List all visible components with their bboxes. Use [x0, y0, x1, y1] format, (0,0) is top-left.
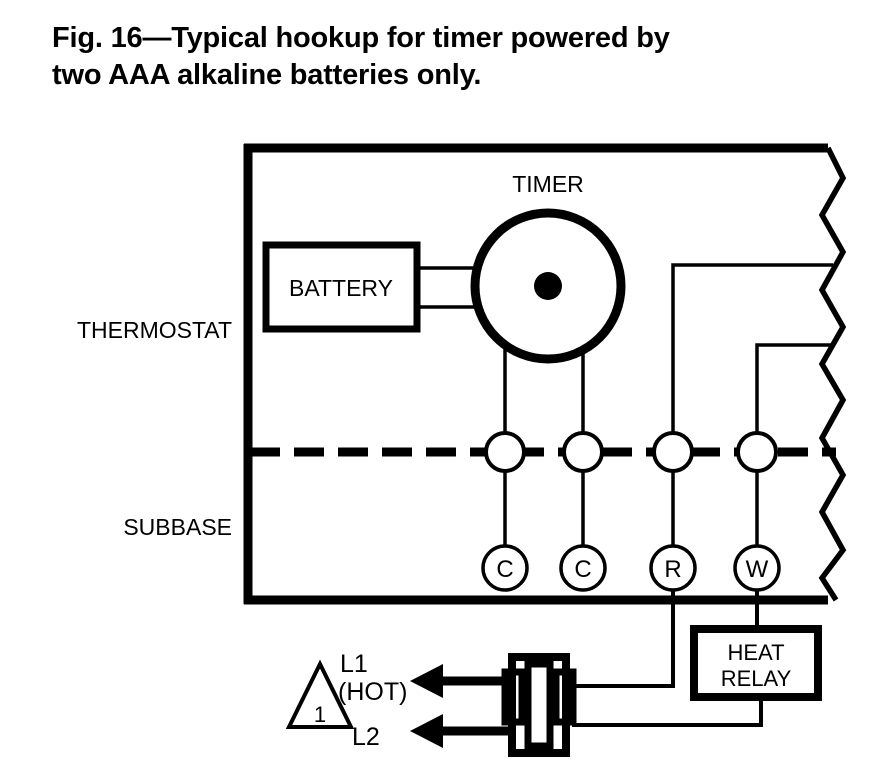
divider-circle-w	[736, 431, 778, 473]
wire-r-to-edge	[671, 263, 833, 433]
terminal-label-c2: C	[574, 556, 591, 583]
section-label-subbase: SUBBASE	[123, 514, 232, 540]
heat-relay-label-line2: RELAY	[721, 666, 792, 691]
battery-box	[262, 241, 421, 333]
divider-circle-r	[652, 431, 694, 473]
supply-arrows	[410, 664, 512, 748]
transformer-inner-bar	[524, 660, 554, 750]
power-label-l2: L2	[352, 723, 380, 751]
power-label-l1-note: (HOT)	[338, 678, 407, 706]
terminal-label-r: R	[664, 556, 681, 583]
transformer-component	[501, 653, 577, 757]
heat-relay-component: HEAT RELAY	[690, 625, 822, 701]
page-title: Fig. 16—Typical hookup for timer powered…	[52, 22, 670, 92]
section-label-thermostat: THERMOSTAT	[77, 317, 232, 343]
power-label-l1: L1	[340, 650, 368, 678]
transformer-outer-core	[508, 653, 570, 757]
enclosure-torn-right-edge	[818, 146, 847, 602]
note-marker-triangle: 1	[285, 659, 355, 729]
timer-center-dot	[534, 272, 562, 300]
thermostat-enclosure	[243, 143, 847, 605]
battery-label: BATTERY	[289, 275, 393, 301]
timer-label: TIMER	[512, 171, 584, 197]
terminal-label-w: W	[746, 556, 769, 583]
timer-component: TIMER	[470, 171, 626, 433]
heat-relay-box	[690, 625, 822, 701]
wire-r-to-transformer	[570, 590, 675, 688]
l1-arrow-head-icon	[410, 664, 443, 698]
terminal-circle-c1	[481, 544, 529, 592]
subbase-terminal-leads	[503, 471, 759, 546]
terminal-circle-c2	[559, 544, 607, 592]
divider-terminal-circles	[484, 431, 778, 473]
divider-circle-c1	[484, 431, 526, 473]
wire-heat-relay-to-transformer	[572, 697, 763, 727]
note-marker-triangle-shape	[285, 659, 355, 729]
lettered-terminals: C C R W	[481, 544, 781, 592]
divider-circle-c2	[562, 431, 604, 473]
heat-relay-label-line1: HEAT	[727, 640, 784, 665]
wire-w-to-edge	[755, 343, 833, 433]
battery-component: BATTERY	[262, 241, 474, 333]
transformer-secondary-winding	[552, 668, 577, 726]
terminal-label-c1: C	[496, 556, 513, 583]
note-marker-number: 1	[314, 702, 326, 727]
transformer-primary-winding	[501, 668, 526, 726]
l2-arrow-head-icon	[410, 714, 443, 748]
